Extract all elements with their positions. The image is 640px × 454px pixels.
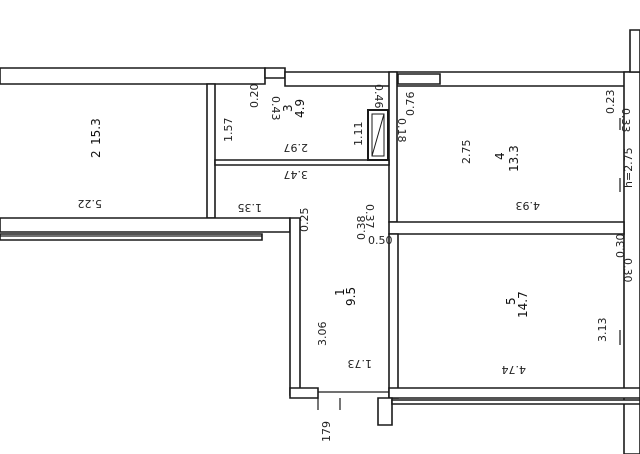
openings: [0, 118, 621, 410]
room-2-number: 2: [89, 150, 103, 158]
dim-2-97: 2.97: [284, 141, 309, 154]
dim-3-06: 3.06: [316, 322, 329, 347]
wall-top-mid: [284, 71, 640, 87]
wall-2-3: [206, 83, 216, 219]
room-3-area: 4.9: [293, 99, 307, 118]
dim-5-22: 5.22: [78, 197, 103, 210]
dim-1-57: 1.57: [222, 118, 235, 143]
dim-0-43: 0.43: [269, 96, 282, 121]
room-5-area: 14.7: [516, 291, 530, 318]
wall-corridor-left: [289, 217, 301, 396]
dim-0-23: 0.23: [604, 90, 617, 115]
room-1-area: 9.5: [344, 287, 358, 306]
room-labels: 2 15.3 3 4.9 4 13.3 1 9.5 5 14.7: [89, 99, 530, 318]
wall-bottom-stub2: [391, 399, 640, 405]
wall-right-upper: [629, 29, 640, 73]
dim-0-46: 0.46: [372, 84, 385, 109]
wall-top-notch: [264, 67, 286, 79]
wall-bottom-5: [388, 387, 640, 399]
wall-2-bottom-lower: [0, 233, 263, 241]
room-4-area: 13.3: [507, 145, 521, 172]
dim-h-2-75: h=2.75: [622, 147, 635, 188]
room-4-number: 4: [493, 152, 507, 160]
walls: [0, 29, 640, 454]
dim-4-74: 4.74: [502, 363, 527, 376]
dim-0-38: 0.38: [355, 216, 368, 241]
room-3-number: 3: [281, 104, 295, 112]
wall-top-right-step: [397, 73, 441, 85]
room-5-number: 5: [504, 297, 518, 305]
dim-0-76: 0.76: [404, 92, 417, 117]
wall-top-left: [0, 67, 266, 85]
wall-3-bottom: [214, 159, 390, 166]
dim-3-13: 3.13: [596, 318, 609, 343]
dim-0-20: 0.20: [248, 84, 261, 109]
dim-0-33: 0.33: [619, 108, 632, 133]
wall-bottom-corridor: [289, 387, 319, 399]
dim-0-18: 0.18: [395, 118, 408, 143]
wall-5-left: [388, 233, 399, 399]
dimension-labels: 0.20 0.43 0.46 0.76 0.18 1.57 1.11 2.97 …: [78, 84, 636, 443]
dim-0-50: 0.50: [368, 234, 393, 247]
dim-0-30-upper: 0.30: [614, 234, 627, 259]
dim-1-11: 1.11: [352, 122, 365, 147]
dim-4-93: 4.93: [516, 199, 541, 212]
dim-3-47: 3.47: [284, 168, 309, 181]
dim-2-75: 2.75: [460, 140, 473, 165]
room-2-area: 15.3: [89, 118, 103, 145]
wall-4-5: [388, 221, 625, 235]
dim-0-25: 0.25: [298, 208, 311, 233]
room-1-number: 1: [333, 288, 347, 296]
dim-0-30-lower: 0.30: [621, 258, 634, 283]
wall-3-4: [388, 71, 398, 223]
wall-bottom-stub: [377, 397, 393, 426]
dim-1-73: 1.73: [348, 357, 373, 370]
dim-1-35: 1.35: [238, 201, 263, 214]
wall-2-bottom: [0, 217, 291, 233]
dim-0-37: 0.37: [363, 204, 376, 229]
dim-179: 179: [320, 421, 333, 442]
ventilation-shaft: [367, 109, 389, 161]
